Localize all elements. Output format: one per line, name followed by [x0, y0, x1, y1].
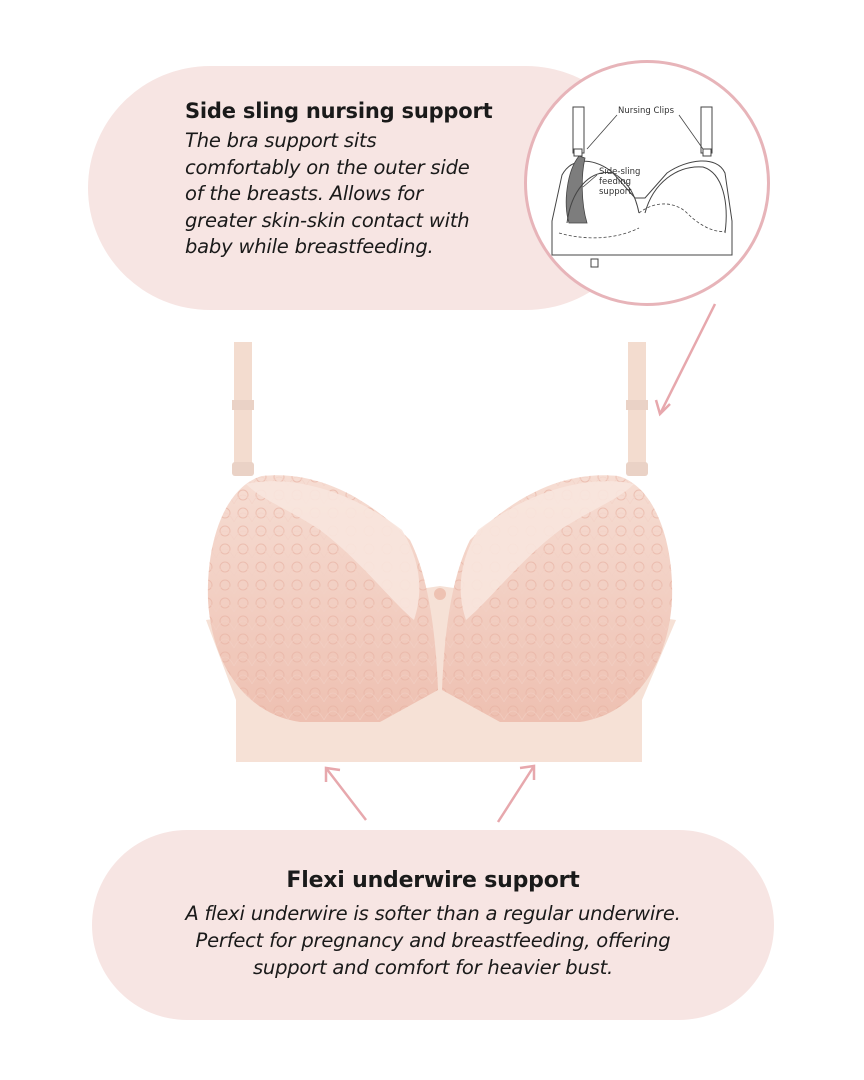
arrow-left-underwire	[324, 766, 367, 821]
bottom-callout-text: Flexi underwire support A flexi underwir…	[150, 868, 716, 981]
top-callout-line: The bra support sits	[185, 129, 377, 152]
label-nursing-clips: Nursing Clips	[618, 106, 674, 116]
bottom-callout-background	[92, 830, 774, 1020]
diagram-circle: Nursing Clips Side-sling feeding support	[524, 60, 770, 306]
top-callout-line: comfortably on the outer side	[185, 155, 470, 179]
top-callout-text: Side sling nursing support The bra suppo…	[185, 98, 525, 261]
bottom-callout-line: A flexi underwire is softer than a regul…	[185, 902, 681, 925]
top-callout-line: of the breasts. Allows for	[185, 182, 423, 205]
arrow-to-strap	[654, 303, 717, 417]
bra-line-diagram	[551, 106, 733, 268]
bottom-callout-heading: Flexi underwire support	[286, 868, 580, 893]
left-strap	[232, 342, 254, 476]
bottom-callout-line: support and comfort for heavier bust.	[252, 956, 614, 979]
label-side-sling: Side-sling feeding support	[599, 167, 641, 197]
right-strap	[626, 342, 648, 476]
centre-bow	[434, 588, 446, 600]
top-callout-line: baby while breastfeeding.	[185, 235, 434, 258]
top-callout-heading: Side sling nursing support	[185, 99, 493, 123]
bottom-callout-line: Perfect for pregnancy and breastfeeding,…	[195, 929, 671, 952]
arrow-right-underwire	[496, 764, 536, 823]
top-callout-line: greater skin-skin contact with	[185, 208, 470, 232]
